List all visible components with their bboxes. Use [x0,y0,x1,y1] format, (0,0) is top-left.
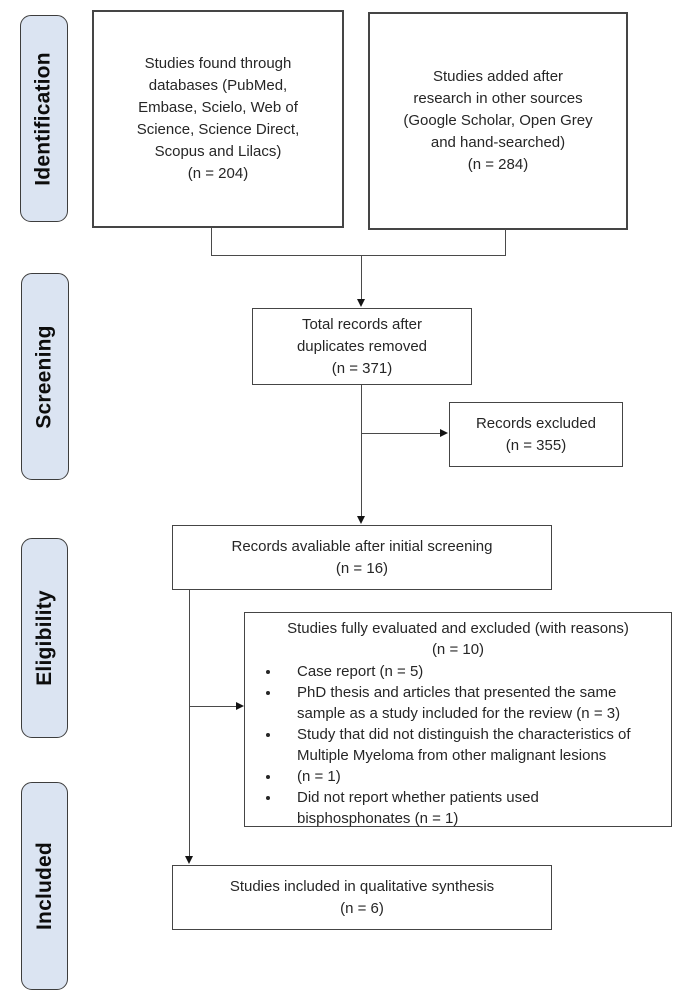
flow-line-to-included [189,590,190,858]
flow-line-to-reasons [189,706,237,707]
reason-item: Did not report whether patients used bis… [281,787,665,829]
stage-screening-label: Screening [33,324,56,429]
duplicates-removed-box: Total records after duplicates removed (… [252,308,472,385]
stage-identification-label: Identification [32,51,55,186]
stage-included-label: Included [32,842,56,930]
reason-item: Case report (n = 5) [281,661,665,682]
arrow-down-icon [184,856,193,864]
excluded-reasons-count: (n = 10) [431,641,485,658]
flow-line-to-excluded [361,433,441,434]
arrow-down-icon [356,516,365,524]
flow-line-to-duplicates [361,255,362,300]
qualitative-synthesis-text: Studies included in qualitative synthesi… [229,877,495,917]
records-excluded-text: Records excluded (n = 355) [475,414,597,454]
other-sources-box: Studies added after research in other so… [368,12,628,230]
other-sources-text: Studies added after research in other so… [403,68,593,173]
excluded-reasons-title: Studies fully evaluated and excluded (wi… [287,620,629,637]
databases-search-box: Studies found through databases (PubMed,… [92,10,344,228]
initial-screening-text: Records avaliable after initial screenin… [231,537,493,577]
duplicates-removed-text: Total records after duplicates removed (… [296,315,428,377]
initial-screening-box: Records avaliable after initial screenin… [172,525,552,590]
stage-included: Included [21,782,68,990]
reason-item: PhD thesis and articles that presented t… [281,682,665,724]
excluded-reasons-list: Case report (n = 5) PhD thesis and artic… [245,661,671,829]
arrow-right-icon [236,701,244,710]
stage-screening: Screening [21,273,69,480]
databases-search-text: Studies found through databases (PubMed,… [136,55,300,182]
stage-eligibility: Eligibility [21,538,68,738]
flow-line-other-sources-drop [505,229,506,255]
flow-line-to-screening [361,385,362,517]
flow-line-merge-horizontal [211,255,506,256]
reason-item: Study that did not distinguish the chara… [281,724,665,766]
stage-eligibility-label: Eligibility [32,590,56,686]
reason-item: (n = 1) [281,766,665,787]
stage-identification: Identification [20,15,68,222]
records-excluded-box: Records excluded (n = 355) [449,402,623,467]
excluded-reasons-box: Studies fully evaluated and excluded (wi… [244,612,672,827]
qualitative-synthesis-box: Studies included in qualitative synthesi… [172,865,552,930]
flow-line-databases-drop [211,228,212,255]
arrow-down-icon [356,299,365,307]
arrow-right-icon [440,428,448,437]
